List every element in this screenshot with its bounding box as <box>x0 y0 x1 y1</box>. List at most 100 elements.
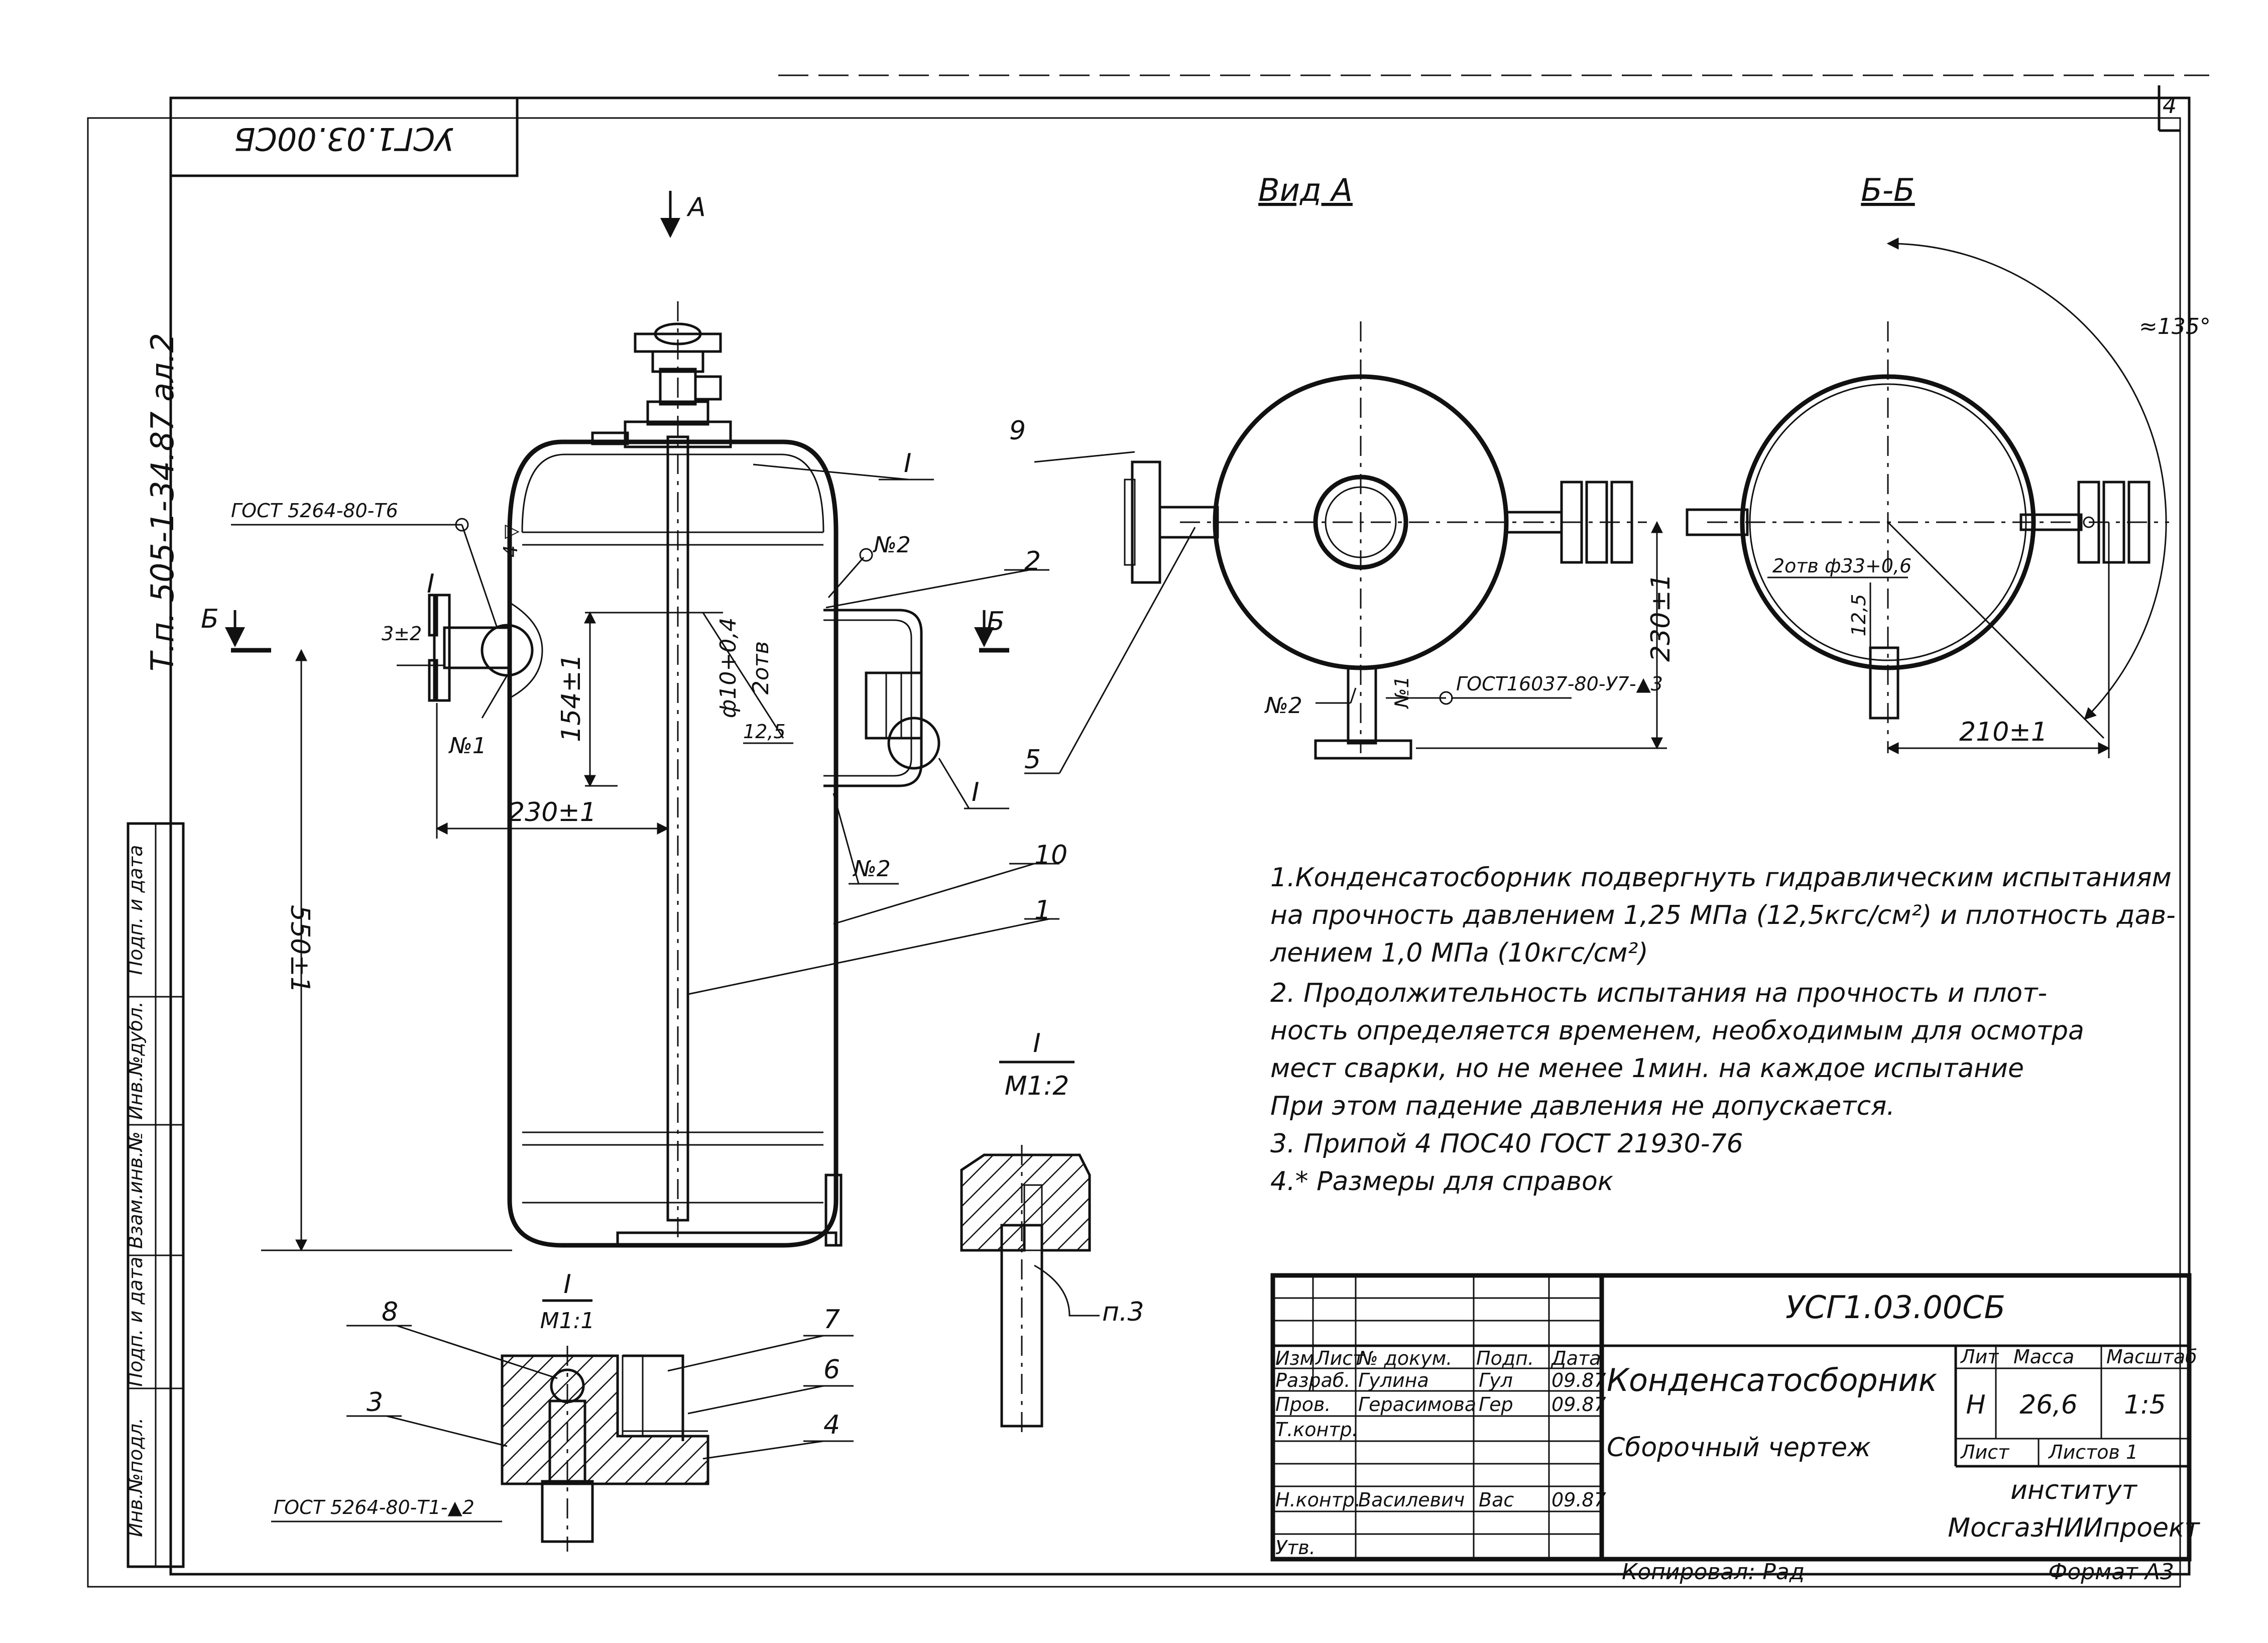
side-stamp: Подп. и дата Инв.№дубл. Взам.инв.№ Подп.… <box>125 822 185 1568</box>
row-date-1: 09.87 <box>1551 1393 1606 1416</box>
detail-i-m1-1: I М1:1 <box>271 1269 854 1552</box>
sheet-label: Лист <box>1960 1441 2010 1463</box>
note-line-7: При этом падение давления не допускается… <box>1270 1091 1895 1121</box>
stamp-cell-4: Инв.№подл. <box>125 1418 147 1537</box>
title-block <box>1270 1273 2192 1562</box>
callout-7: 7 <box>823 1305 840 1335</box>
section-bb-title: Б-Б <box>1861 172 1915 208</box>
view-a-drawing <box>1124 321 1667 760</box>
dim-3-2: 3±2 <box>382 623 422 645</box>
org-line-2: МосгазНИИпроект <box>1948 1513 2200 1543</box>
view-a-weld-no1: №1 <box>1391 676 1413 709</box>
sheet-corner-mark: 4 <box>2163 93 2177 119</box>
row-role-2: Т.контр. <box>1275 1419 1358 1441</box>
mass-value: 26,6 <box>2019 1390 2078 1420</box>
dim-12-5: 12,5 <box>743 721 786 743</box>
note-line-1: 1.Конденсатосборник подвергнуть гидравли… <box>1270 863 2172 893</box>
detail-m11-scale: М1:1 <box>540 1308 595 1334</box>
gost-callout-top: ГОСТ 5264-80-Т6 <box>231 500 398 522</box>
vessel-front-view <box>225 191 1009 1252</box>
hdr-doc: № докум. <box>1357 1347 1452 1369</box>
technical-notes: 1.Конденсатосборник подвергнуть гидравли… <box>1270 863 2176 1197</box>
row-sign-1: Гер <box>1479 1393 1513 1416</box>
row-role-4: Н.контр. <box>1275 1489 1361 1511</box>
weld-no2-top-label: №2 <box>872 532 911 558</box>
sheet-frame <box>87 74 2209 1588</box>
callout-2: 2 <box>1024 546 1041 576</box>
callout-8: 8 <box>382 1297 398 1327</box>
weld-no1-label: №1 <box>448 733 487 759</box>
dim-hole: ф10+0,4 <box>715 618 741 718</box>
section-mark-left: Б <box>201 604 219 634</box>
detail-m12-title: I <box>1033 1028 1040 1059</box>
dim-154: 154±1 <box>556 654 586 742</box>
stamp-cell-2: Взам.инв.№ <box>125 1131 147 1249</box>
view-a-gost-callout: ГОСТ16037-80-У7-▲3 <box>1456 673 1663 695</box>
stamp-cell-1: Инв.№дубл. <box>125 1001 147 1120</box>
detail-mark-left: I <box>427 569 434 599</box>
document-code-rotated: УСГ1.03.00СБ <box>234 121 454 157</box>
view-a-arrow-label: А <box>686 192 706 222</box>
row-name-0: Гулина <box>1358 1369 1429 1391</box>
section-bb-dim-210: 210±1 <box>1959 717 2048 747</box>
note-line-4: 2. Продолжительность испытания на прочно… <box>1270 978 2047 1008</box>
callout-4: 4 <box>823 1410 840 1440</box>
section-bb-holes: 2отв ф33+0,6 <box>1772 555 1912 577</box>
dim-550: 550±1 <box>285 905 315 993</box>
row-sign-4: Вас <box>1479 1489 1514 1511</box>
detail-m11-title: I <box>563 1269 571 1300</box>
detail-m12-note-ref: п.3 <box>1102 1297 1144 1327</box>
rotated-code-box: УСГ1.03.00СБ <box>169 96 519 177</box>
title-subtitle: Сборочный чертеж <box>1607 1433 1871 1463</box>
row-date-0: 09.87 <box>1551 1369 1606 1391</box>
hdr-date: Дата <box>1550 1347 1601 1369</box>
view-a-title: Вид А <box>1258 172 1353 208</box>
callout-1: 1 <box>1034 895 1051 925</box>
section-bb-angle: ≈135° <box>2139 314 2211 339</box>
callout-leaders <box>687 451 1196 995</box>
weld-callout-left: 4 ▽ <box>500 524 522 557</box>
hdr-sign: Подп. <box>1476 1347 1534 1369</box>
detail-m12-scale: М1:2 <box>1005 1071 1069 1101</box>
note-line-6: мест сварки, но не менее 1мин. на каждое… <box>1270 1053 2024 1084</box>
row-role-5: Утв. <box>1275 1537 1316 1559</box>
hdr-list: Лист <box>1315 1347 1365 1369</box>
sheets-label: Листов 1 <box>2048 1441 2138 1463</box>
note-line-3: лением 1,0 МПа (10кгс/см²) <box>1270 938 1648 968</box>
stamp-cell-0: Подп. и дата <box>125 845 147 975</box>
org-line-1: институт <box>2010 1475 2138 1505</box>
row-name-1: Герасимова <box>1358 1393 1476 1416</box>
dim-230: 230±1 <box>508 797 596 828</box>
detail-mark-right: I <box>972 777 979 807</box>
scale-label: Масштаб <box>2106 1346 2197 1368</box>
view-a-weld-no2: №2 <box>1264 693 1302 719</box>
callout-10: 10 <box>1034 840 1067 870</box>
title-name: Конденсатосборник <box>1607 1362 1938 1398</box>
callout-9: 9 <box>1009 416 1026 446</box>
stamp-cell-3: Подп. и дата <box>125 1257 147 1387</box>
row-date-4: 09.87 <box>1551 1489 1606 1511</box>
mass-label: Масса <box>2013 1346 2074 1368</box>
row-role-0: Разраб. <box>1275 1369 1350 1391</box>
callout-3: 3 <box>367 1387 383 1418</box>
dim-hole-note: 2отв <box>748 641 774 694</box>
note-line-5: ность определяется временем, необходимым… <box>1270 1016 2084 1046</box>
row-name-4: Василевич <box>1358 1489 1465 1511</box>
note-line-9: 4.* Размеры для справок <box>1270 1166 1614 1197</box>
scale-value: 1:5 <box>2124 1390 2166 1420</box>
hdr-izm: Изм <box>1275 1347 1314 1369</box>
section-bb-dim-12-5: 12,5 <box>1848 594 1870 637</box>
lit-value: Н <box>1966 1390 1985 1420</box>
callout-5: 5 <box>1024 745 1041 775</box>
detail-i-m1-2: I М1:2 <box>960 1028 1100 1436</box>
callout-6: 6 <box>823 1355 840 1385</box>
view-a-dim-230: 230±1 <box>1646 573 1676 662</box>
detail-m11-gost-callout: ГОСТ 5264-80-Т1-▲2 <box>274 1496 474 1518</box>
row-sign-0: Гул <box>1479 1369 1513 1391</box>
section-bb-drawing <box>1686 238 2169 758</box>
note-line-8: 3. Припой 4 ПОС40 ГОСТ 21930-76 <box>1270 1129 1743 1159</box>
lit-label: Лит <box>1960 1346 1999 1368</box>
weld-no2-bottom-label: №2 <box>852 856 891 882</box>
series-reference: Т.п. 505-1-34.87 ал.2 <box>144 333 181 671</box>
